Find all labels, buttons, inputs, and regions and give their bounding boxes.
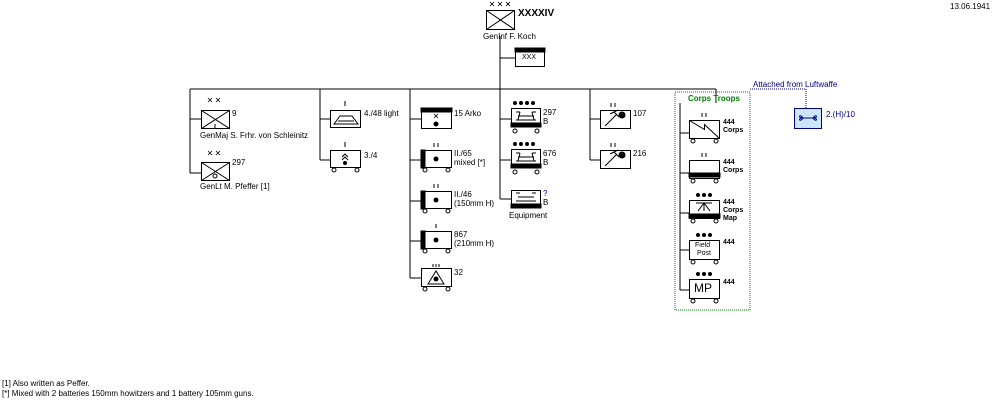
- division-297-label: 297: [232, 158, 246, 167]
- artillery-ii-65-label: II./65: [454, 149, 472, 158]
- corps-troops-box: [674, 91, 751, 311]
- corps-hq-echelon-label: XXX: [522, 54, 537, 61]
- field-post-symbol: [689, 233, 720, 265]
- military-police-symbol: [689, 272, 720, 304]
- corps-echelon-label: XXXXIV: [518, 8, 555, 19]
- artillery-ii-65-sublabel: mixed [*]: [454, 158, 486, 167]
- engineer-216-label: 216: [633, 149, 647, 158]
- corps-troops-title: Corps Troops: [688, 94, 741, 103]
- corps-troop-5-label: 444: [723, 279, 735, 286]
- corps-troop-2-sublabel: Corps: [723, 167, 744, 174]
- corps-signal-symbol-2: [688, 153, 721, 184]
- arko-label: 15 Arko: [454, 109, 482, 118]
- corps-map-symbol: [688, 193, 721, 224]
- corps-troop-2-label: 444: [723, 159, 735, 166]
- supply-676-sublabel: B: [543, 158, 549, 167]
- supply-676-label: 676: [543, 149, 557, 158]
- luftwaffe-recon-symbol: [794, 108, 822, 129]
- equipment-supply-label: ?: [543, 189, 548, 198]
- field-post-text-2: Post: [697, 250, 712, 257]
- footnote-2: [*] Mixed with 2 batteries 150mm howitze…: [2, 389, 254, 398]
- corps-troop-1-sublabel: Corps: [723, 127, 744, 134]
- division-9-commander: GenMaj S. Frhr. von Schleinitz: [200, 131, 309, 140]
- arko-symbol: [420, 107, 453, 129]
- engineer-216-symbol: [600, 143, 631, 169]
- equipment-supply-symbol: [510, 190, 542, 209]
- field-post-text-1: Field: [695, 242, 711, 249]
- light-unit-symbol: [330, 101, 361, 128]
- supply-297-symbol: [510, 101, 542, 134]
- corps-troop-1-label: 444: [723, 119, 735, 126]
- artillery-ii-46-symbol: [420, 184, 452, 214]
- supply-297-label: 297: [543, 108, 557, 117]
- supply-297-sublabel: B: [543, 117, 549, 126]
- artillery-ii-65-symbol: [420, 143, 452, 173]
- artillery-867-label: 867: [454, 230, 468, 239]
- luftwaffe-note: Attached from Luftwaffe: [753, 80, 838, 89]
- division-9-symbol: [201, 97, 230, 129]
- artillery-ii-46-sublabel: (150mm H): [454, 199, 495, 208]
- artillery-867-sublabel: (210mm H): [454, 239, 495, 248]
- corps-troop-3-sublabel: Corps: [723, 207, 744, 214]
- equipment-supply-sublabel: B: [543, 198, 549, 207]
- corps-troop-4-label: 444: [723, 239, 735, 246]
- supply-676-symbol: [510, 142, 542, 175]
- light-unit-label: 4./48 light: [364, 109, 399, 118]
- corps-troop-3-label: 444: [723, 199, 735, 206]
- division-9-label: 9: [232, 109, 237, 118]
- artillery-867-symbol: [420, 224, 452, 254]
- equipment-caption: Equipment: [509, 211, 548, 220]
- corps-troop-3-sublabel2: Map: [723, 215, 737, 222]
- footnote-1: [1] Also written as Peffer.: [2, 379, 90, 388]
- date-label: 13.06.1941: [950, 2, 991, 11]
- unit-3-4-label: 3./4: [364, 151, 378, 160]
- artillery-ii-46-label: II./46: [454, 190, 472, 199]
- engineer-107-symbol: [600, 103, 631, 129]
- corps-signal-symbol-1: [689, 113, 720, 144]
- engineer-107-label: 107: [633, 109, 647, 118]
- observation-32-label: 32: [454, 268, 463, 277]
- luftwaffe-connector: [750, 88, 807, 108]
- corps-hq-symbol: [486, 1, 515, 30]
- corps-hq-staff-symbol: [514, 47, 546, 67]
- division-297-commander: GenLt M. Pfeffer [1]: [200, 182, 270, 191]
- mp-box-text: MP: [694, 281, 712, 295]
- luftwaffe-unit-label: 2.(H)/10: [826, 110, 855, 119]
- division-297-symbol: [201, 150, 230, 181]
- observation-32-symbol: [421, 264, 452, 292]
- motorized-unit-3-4-symbol: [330, 142, 361, 173]
- corps-commander-label: GenInf F. Koch: [483, 32, 536, 41]
